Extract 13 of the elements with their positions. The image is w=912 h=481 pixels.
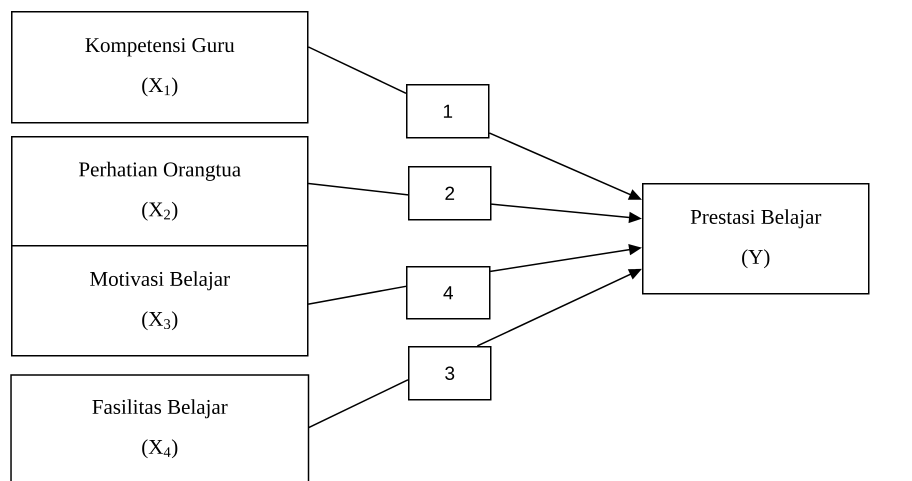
- number-box: 4: [406, 266, 490, 320]
- number-box: 3: [408, 346, 492, 400]
- variable-box: Prestasi Belajar (Y): [642, 183, 870, 294]
- variable-box: Perhatian Orangtua (X$_{2}$): [11, 136, 308, 246]
- connector-line: [308, 46, 406, 94]
- number-box: 2: [408, 166, 492, 220]
- variable-box: Kompetensi Guru (X$_{1}$): [11, 11, 308, 124]
- variable-box: Fasilitas Belajar (X$_{4}$): [10, 374, 310, 481]
- variable-box: Motivasi Belajar (X$_{3}$): [11, 245, 308, 356]
- connector-line: [308, 379, 408, 428]
- connector-line: [308, 182, 408, 196]
- number-box: 1: [406, 84, 490, 138]
- connector-line: [308, 286, 406, 305]
